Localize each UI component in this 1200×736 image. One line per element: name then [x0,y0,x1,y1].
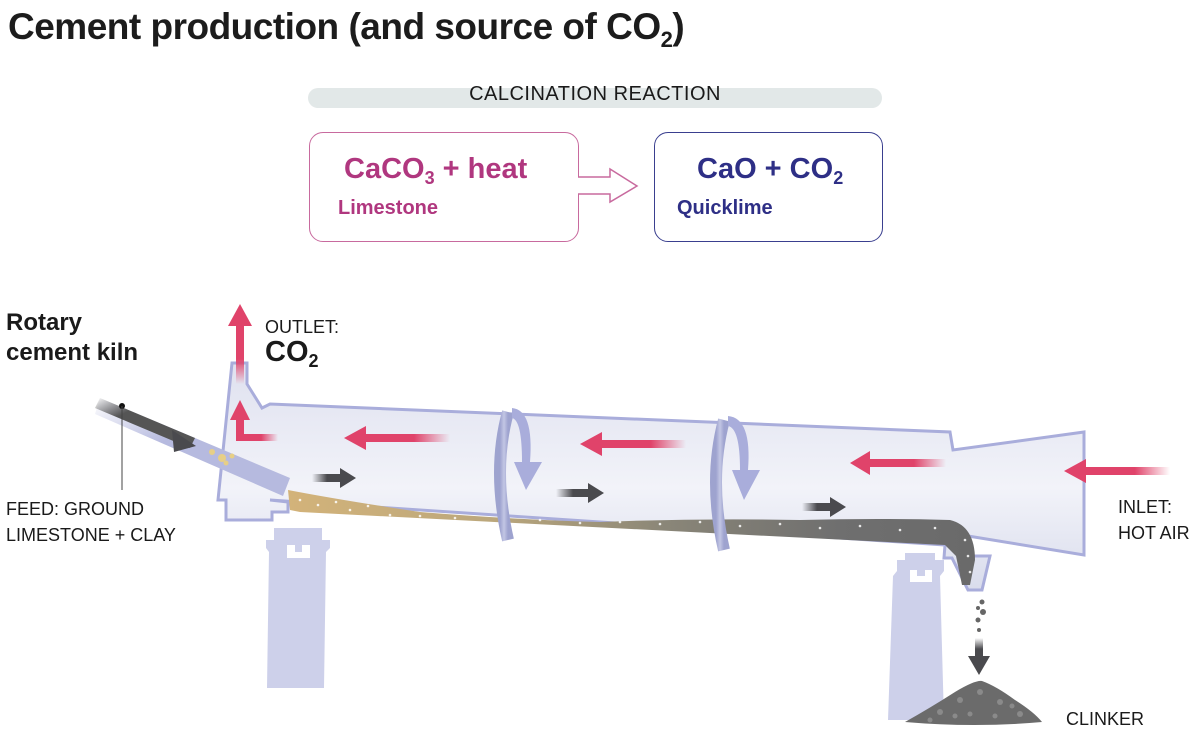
outlet-label: OUTLET: [265,317,340,337]
right-support [888,553,944,720]
reaction-arrow [578,167,639,204]
reactant-label: Limestone [338,197,439,219]
hot-air-inlet-arrow [1064,459,1170,483]
kiln-title: Rotary cement kiln [6,309,139,366]
feed-chute [95,398,290,496]
material-particles [298,498,972,574]
inlet-label: INLET: HOT AIR [1118,497,1190,543]
material-flow-arrow [556,483,604,503]
reactant-box: CaCO3 + heat Limestone [309,132,579,242]
clinker-label: CLINKER [1066,709,1145,729]
product-formula: CaO + CO2 [697,153,844,188]
hot-air-arrow [580,432,686,456]
hot-air-arrow [344,426,450,450]
page-title: Cement production (and source of CO2) [8,6,685,52]
material-flow-arrow [802,497,846,517]
falling-clinker [975,599,986,632]
left-support [266,528,330,688]
reactant-formula: CaCO3 + heat [344,153,528,188]
rotation-arrow-1 [494,408,542,542]
feed-label: FEED: GROUND LIMESTONE + CLAY [6,499,176,545]
reaction-header: CALCINATION REACTION [469,83,721,105]
rotation-arrow-2 [710,416,760,552]
co2-turn-arrow [230,400,278,441]
clinker-drop-arrow [968,638,990,675]
outlet-gas: CO2 [265,336,319,371]
product-label: Quicklime [677,197,773,219]
product-box: CaO + CO2 Quicklime [654,132,883,242]
material-flow-arrow [312,468,356,488]
clinker-pile [905,680,1042,725]
hot-air-arrow [850,451,946,475]
co2-outlet-arrow [228,304,252,384]
material-bed [288,490,975,585]
reaction-header-bar [308,88,882,108]
